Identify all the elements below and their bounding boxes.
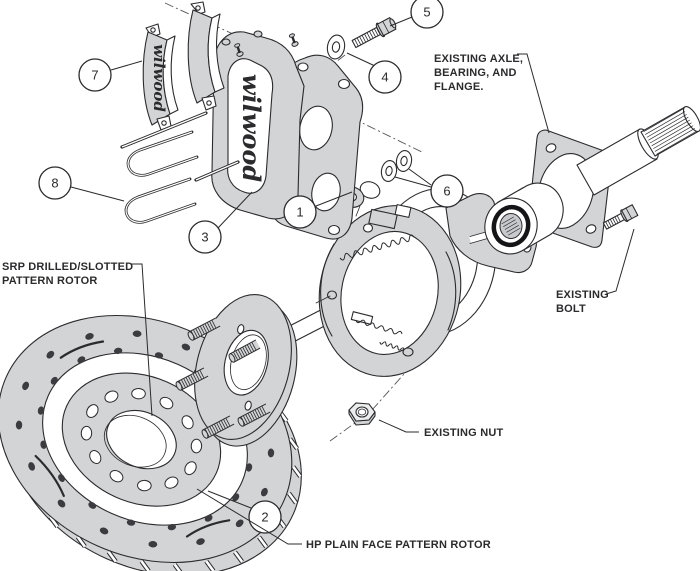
wheel-studs — [175, 317, 271, 439]
svg-text:8: 8 — [51, 176, 58, 191]
svg-text:5: 5 — [423, 5, 430, 20]
brake-rotor — [0, 314, 303, 571]
svg-text:PATTERN ROTOR: PATTERN ROTOR — [2, 275, 98, 287]
mount-washer — [326, 34, 346, 60]
svg-text:HP PLAIN FACE PATTERN ROTOR: HP PLAIN FACE PATTERN ROTOR — [306, 539, 491, 551]
callout-8: 8 — [38, 166, 72, 200]
spacer-washers — [380, 150, 413, 182]
svg-text:BOLT: BOLT — [556, 303, 586, 315]
bleed-screw-icon — [234, 43, 244, 57]
pad-retainer-clips — [120, 111, 240, 224]
label-existing-nut: EXISTING NUT — [378, 419, 503, 439]
callout-4: 4 — [368, 60, 402, 94]
label-existing-axle: EXISTING AXLE, BEARING, AND FLANGE. — [434, 53, 550, 134]
callout-2: 2 — [248, 500, 282, 534]
label-hp-rotor: HP PLAIN FACE PATTERN ROTOR — [196, 488, 491, 551]
caliper-brand-script: wilwood — [237, 74, 266, 183]
svg-text:BEARING, AND: BEARING, AND — [434, 67, 517, 79]
callout-3: 3 — [188, 220, 222, 254]
existing-bolt — [602, 204, 639, 230]
svg-text:FLANGE.: FLANGE. — [434, 81, 484, 93]
brake-pads: wilwood — [142, 1, 225, 131]
svg-text:4: 4 — [381, 70, 388, 85]
svg-text:1: 1 — [296, 205, 303, 220]
pad-brand-script: wilwood — [150, 44, 168, 112]
svg-text:2: 2 — [261, 510, 268, 525]
callout-5: 5 — [410, 0, 444, 29]
callout-1: 1 — [283, 195, 317, 229]
label-srp-rotor: SRP DRILLED/SLOTTED PATTERN ROTOR — [2, 261, 153, 417]
callout-leaders — [70, 16, 432, 509]
existing-axle-assembly — [484, 106, 700, 255]
label-existing-bolt: EXISTING BOLT — [556, 228, 635, 315]
callout-7: 7 — [78, 58, 112, 92]
svg-text:SRP DRILLED/SLOTTED: SRP DRILLED/SLOTTED — [2, 261, 133, 273]
hat-bolt-holes — [80, 387, 203, 492]
svg-text:6: 6 — [443, 184, 450, 199]
bleed-screw-icon — [288, 33, 299, 47]
existing-nut — [348, 402, 376, 426]
svg-text:EXISTING AXLE,: EXISTING AXLE, — [434, 53, 523, 65]
svg-text:EXISTING NUT: EXISTING NUT — [424, 427, 503, 439]
callout-6: 6 — [430, 174, 464, 208]
svg-text:7: 7 — [91, 68, 98, 83]
caliper-assembly: wilwood — [211, 30, 364, 240]
caliper-mount-bolt — [351, 17, 397, 49]
bearing-seal-ring — [491, 204, 531, 248]
parking-brake-internals — [315, 204, 415, 357]
svg-text:EXISTING: EXISTING — [556, 289, 609, 301]
axle-flange-hub — [175, 293, 298, 447]
svg-text:3: 3 — [201, 230, 208, 245]
